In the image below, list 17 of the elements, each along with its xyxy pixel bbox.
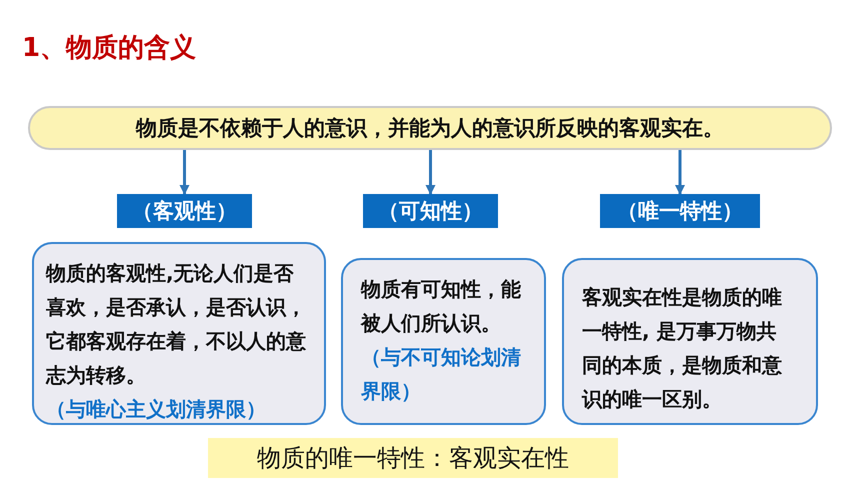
definition-banner: 物质是不依赖于人的意识，并能为人的意识所反映的客观实在。	[28, 106, 832, 150]
body-text: 物质的客观性,无论人们是否喜欢，是否承认，是否认识，它都客观存在着，不以人的意志为转移。	[46, 260, 307, 389]
explanation-card	[341, 258, 546, 425]
property-tag: （可知性）	[363, 194, 498, 228]
summary-note: 物质的唯一特性：客观实在性	[208, 438, 618, 478]
arrow	[180, 150, 190, 195]
arrow	[426, 150, 436, 195]
slide-title: 1、物质的含义	[22, 32, 196, 65]
body-text: 物质有可知性，能被人们所认识。	[361, 276, 522, 337]
body-text: 客观实在性是物质的唯一特性, 是万事万物共同的本质，是物质和意识的唯一区别。	[582, 284, 783, 413]
note-text: （与不可知论划清界限）	[361, 344, 522, 405]
explanation-card	[562, 258, 818, 425]
explanation-card	[32, 242, 326, 425]
property-tag: （客观性）	[117, 194, 252, 228]
note-text: （与唯心主义划清界限）	[46, 396, 267, 423]
arrow	[675, 150, 685, 195]
property-tag: （唯一特性）	[600, 194, 760, 228]
